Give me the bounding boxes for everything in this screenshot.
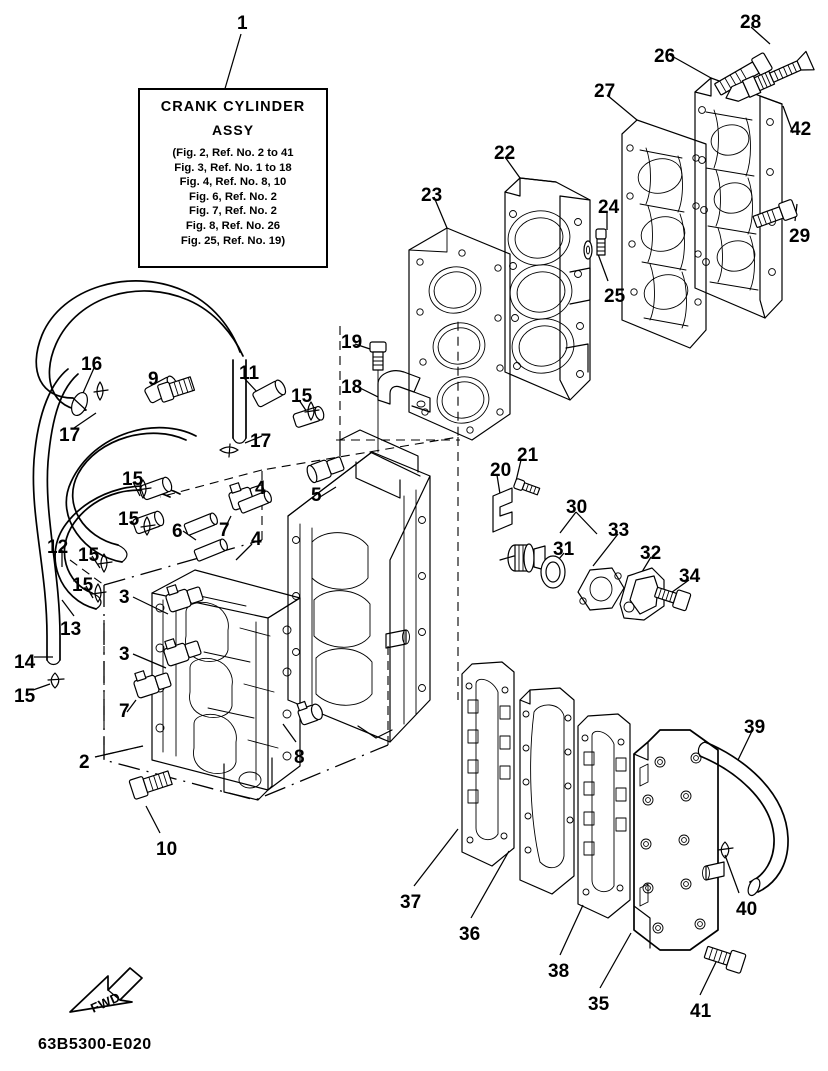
cylinder-head-gasket-27 (621, 119, 707, 349)
cylinder-head-26 (694, 50, 815, 319)
callout-cylinder-head-gasket: 27 (594, 81, 616, 102)
callout-fitting-upper: 3 (119, 587, 130, 608)
callout-hose-clamp: 15 (291, 386, 313, 407)
callout-bolt-head-short: 29 (789, 226, 811, 247)
reference-line: Fig. 3, Ref. No. 1 to 18 (174, 161, 292, 174)
hose-clamps (47, 381, 320, 689)
callout-bolt-clamp: 19 (341, 332, 363, 353)
title-heading-line2: ASSY (211, 122, 255, 138)
callout-thermostat: 30 (566, 497, 588, 518)
callout-hose-holder-clamp: 18 (341, 377, 363, 398)
callout-washer: 25 (604, 286, 626, 307)
thermostat-group (499, 543, 692, 621)
title-reference-list: (Fig. 2, Ref. No. 2 to 41 Fig. 3, Ref. N… (146, 146, 320, 248)
callout-plug-fitting: 8 (294, 747, 305, 768)
reference-line: Fig. 4, Ref. No. 8, 10 (179, 176, 287, 189)
callout-hose-14: 14 (14, 652, 36, 673)
callout-bolt-head-long: 28 (740, 12, 762, 33)
callout-exhaust-outer-cover: 35 (588, 994, 610, 1015)
callout-crankcase-assy-boundary: 2 (79, 752, 90, 773)
callout-exhaust-gasket-outer: 37 (400, 892, 422, 913)
callout-hose-16: 16 (81, 354, 103, 375)
callout-bolt-crankcase: 9 (148, 369, 159, 390)
callout-water-hose: 39 (744, 717, 766, 738)
callout-hose-clamp: 15 (78, 545, 100, 566)
callout-hose-clamp-17: 17 (250, 431, 272, 452)
callout-head-gasket: 23 (421, 185, 443, 206)
callout-spark-plug: 42 (790, 119, 812, 140)
exhaust-cover-stack (461, 661, 789, 974)
callout-cylinder-block: 22 (494, 143, 516, 164)
callout-hose-13: 13 (60, 619, 82, 640)
callout-exhaust-inner-cover: 38 (548, 961, 570, 982)
callout-hose-clamp-40: 40 (736, 899, 758, 920)
callout-thermostat-cover: 32 (640, 543, 662, 564)
callout-cylinder-head: 26 (654, 46, 676, 67)
callout-dowel-pin-upper: 4 (255, 478, 266, 499)
callout-bolt-crankcase-lower: 10 (156, 839, 178, 860)
reference-line: Fig. 7, Ref. No. 2 (189, 205, 277, 218)
reference-line: Fig. 25, Ref. No. 19) (180, 234, 286, 247)
reference-line: (Fig. 2, Ref. No. 2 to 41 (172, 147, 294, 159)
fittings-and-pins (128, 341, 541, 800)
callout-hose-clamp-17: 17 (59, 425, 81, 446)
callout-thermostat-seal: 31 (553, 539, 575, 560)
crankcase-assembly-outline (103, 539, 389, 801)
reference-line: Fig. 8, Ref. No. 26 (185, 219, 281, 232)
callout-thermostat-gasket: 33 (608, 520, 630, 541)
callout-dowel-pin-lower: 4 (251, 529, 262, 550)
callout-hose-clamp: 15 (72, 575, 94, 596)
callout-bolt-exhaust-cover: 41 (690, 1001, 712, 1022)
title-box: CRANK CYLINDER ASSY (Fig. 2, Ref. No. 2 … (138, 88, 328, 268)
callout-hose-upper: 11 (239, 363, 260, 384)
callout-elbow-fitting-upper: 7 (219, 520, 230, 541)
assembly-boundary (94, 745, 144, 758)
fwd-arrow-icon (69, 967, 143, 1013)
callout-hose-clamp: 15 (122, 469, 144, 490)
callout-hose-12: 12 (47, 537, 69, 558)
callout-crank-cylinder-assy: 1 (237, 13, 248, 34)
callout-elbow-fitting-lower: 7 (119, 701, 130, 722)
title-heading-line1: CRANK CYLINDER (160, 99, 306, 115)
callout-bolt-small: 24 (598, 197, 620, 218)
callout-bolt-bracket: 21 (517, 445, 539, 466)
callout-hose-clamp: 15 (118, 509, 140, 530)
callout-exhaust-gasket-inner: 36 (459, 924, 481, 945)
reference-line: Fig. 6, Ref. No. 2 (189, 190, 277, 203)
head-gasket-23 (408, 227, 511, 441)
diagram-code: 63B5300-E020 (38, 1036, 152, 1053)
callout-fitting-lower: 3 (119, 644, 130, 665)
callout-bracket: 20 (490, 460, 512, 481)
callout-hose-clamp: 15 (14, 686, 36, 707)
cylinder-block-lower (287, 429, 431, 743)
callout-water-fitting: 5 (311, 485, 322, 506)
callout-bolt-thermostat-cover: 34 (679, 566, 701, 587)
callout-dowel-pin-left: 6 (172, 521, 183, 542)
cylinder-block-22 (504, 177, 607, 401)
